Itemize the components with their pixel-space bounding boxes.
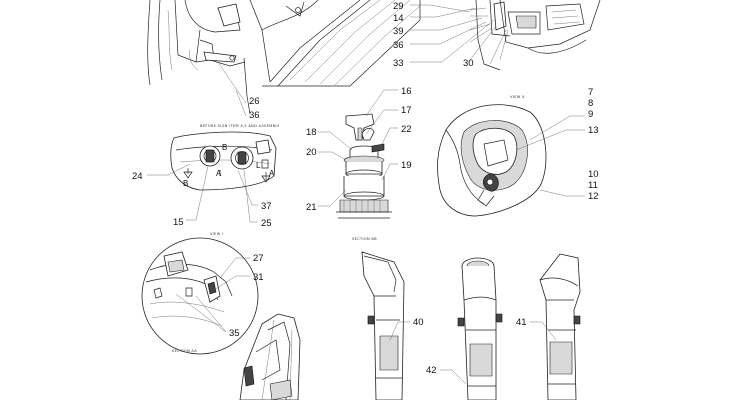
door-frame-assembly xyxy=(147,0,421,115)
callout-33: 33 xyxy=(393,58,404,69)
callout-26: 26 xyxy=(249,96,260,107)
callout-24: 24 xyxy=(132,171,143,182)
callout-36b: 36 xyxy=(249,110,260,121)
duct-section-aa xyxy=(457,257,503,400)
lower-bracket-assembly xyxy=(239,313,301,400)
caption-section-bb: SECTION BB xyxy=(352,237,377,241)
callout-42: 42 xyxy=(426,365,437,376)
callout-19: 19 xyxy=(401,160,412,171)
view-i-latch xyxy=(141,237,259,355)
callout-14: 14 xyxy=(393,13,404,24)
callout-27: 27 xyxy=(253,253,264,264)
section-mark-a-right: A xyxy=(269,169,275,178)
callout-17: 17 xyxy=(401,105,412,116)
lock-detail-view xyxy=(469,0,601,71)
caption-section-aa: SECTION AA xyxy=(172,349,197,353)
caption-before-assembly: BEFORE SIGN ITEM 4,5 AND ASSEMBLY xyxy=(200,124,280,128)
callout-16: 16 xyxy=(401,86,412,97)
duct-section-bb xyxy=(361,251,405,400)
callout-20: 20 xyxy=(306,147,317,158)
switch-panel xyxy=(170,131,277,191)
section-mark-b-top: B xyxy=(222,143,227,152)
callout-15: 15 xyxy=(173,217,184,228)
callout-30: 30 xyxy=(463,58,474,69)
callout-40: 40 xyxy=(413,317,424,328)
duct-side-view xyxy=(539,253,581,400)
callout-22: 22 xyxy=(401,124,412,135)
callout-21: 21 xyxy=(306,202,317,213)
callout-10: 10 xyxy=(588,169,599,180)
callout-41: 41 xyxy=(516,317,527,328)
caption-view-i: VIEW I xyxy=(210,232,223,236)
callout-11: 11 xyxy=(588,180,598,191)
caption-view-x: VIEW X xyxy=(510,95,525,99)
callout-8: 8 xyxy=(588,98,593,109)
callout-13: 13 xyxy=(588,125,599,136)
callout-35: 35 xyxy=(229,328,240,339)
section-mark-l: L xyxy=(256,161,261,170)
callout-39: 39 xyxy=(393,26,404,37)
callout-31: 31 xyxy=(253,272,264,283)
callout-9: 9 xyxy=(588,109,593,120)
callout-25: 25 xyxy=(261,218,272,229)
callout-18: 18 xyxy=(306,127,317,138)
leader-lines xyxy=(147,4,585,385)
key-lock-cylinder xyxy=(336,113,392,219)
callout-12: 12 xyxy=(588,191,599,202)
view-x-housing xyxy=(437,104,547,217)
callout-36a: 36 xyxy=(393,40,404,51)
callout-29: 29 xyxy=(393,1,404,12)
section-mark-a-lower: A xyxy=(216,169,222,178)
callout-7: 7 xyxy=(588,87,593,98)
callout-37: 37 xyxy=(261,201,272,212)
section-mark-b-left: B xyxy=(183,179,188,188)
